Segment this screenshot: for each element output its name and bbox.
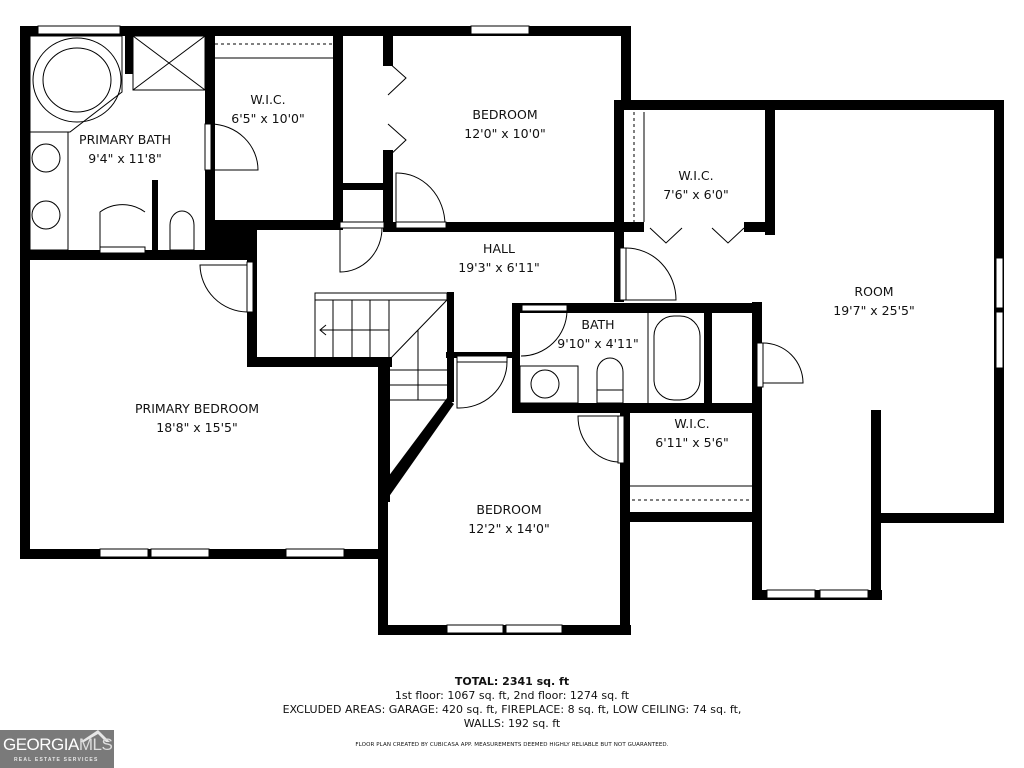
room-dims-wic-2: 7'6" x 6'0" [663,187,729,202]
logo-wordmark: GEORGIAMLS [3,735,113,755]
fixtures [29,35,804,501]
roof-icon [80,730,110,742]
logo-mls: MLS [78,735,113,754]
room-dims-bath: 9'10" x 4'11" [557,336,638,351]
room-dims-wic-1: 6'5" x 10'0" [231,111,304,126]
windows [37,25,1004,634]
logo-georgia: GEORGIA [3,735,79,754]
room-name-bedroom-2: BEDROOM [476,502,541,517]
excluded-areas: EXCLUDED AREAS: GARAGE: 420 sq. ft, FIRE… [282,703,742,716]
room-dims-primary-bedroom: 18'8" x 15'5" [156,420,237,435]
room-dims-primary-bath: 9'4" x 11'8" [88,151,161,166]
disclaimer: FLOOR PLAN CREATED BY CUBICASA APP. MEAS… [355,742,669,748]
room-name-wic-2: W.I.C. [678,168,713,183]
room-name-hall: HALL [483,241,515,256]
georgia-mls-logo: GEORGIAMLS REAL ESTATE SERVICES [0,730,114,768]
logo-tagline: REAL ESTATE SERVICES [14,757,99,763]
room-name-room: ROOM [854,284,893,299]
floor-areas: 1st floor: 1067 sq. ft, 2nd floor: 1274 … [394,689,630,702]
room-dims-bedroom-2: 12'2" x 14'0" [468,521,549,536]
room-name-primary-bedroom: PRIMARY BEDROOM [135,401,259,416]
total-area: TOTAL: 2341 sq. ft [454,675,570,688]
room-dims-room: 19'7" x 25'5" [833,303,914,318]
room-name-bedroom-1: BEDROOM [472,107,537,122]
room-name-wic-1: W.I.C. [250,92,285,107]
room-dims-hall: 19'3" x 6'11" [458,260,539,275]
room-name-wic-3: W.I.C. [674,416,709,431]
room-dims-wic-3: 6'11" x 5'6" [655,435,728,450]
walls-area: WALLS: 192 sq. ft [463,717,561,730]
room-labels: PRIMARY BATH 9'4" x 11'8" W.I.C. 6'5" x … [79,92,915,536]
room-name-bath: BATH [581,317,614,332]
room-dims-bedroom-1: 12'0" x 10'0" [464,126,545,141]
room-name-primary-bath: PRIMARY BATH [79,132,171,147]
